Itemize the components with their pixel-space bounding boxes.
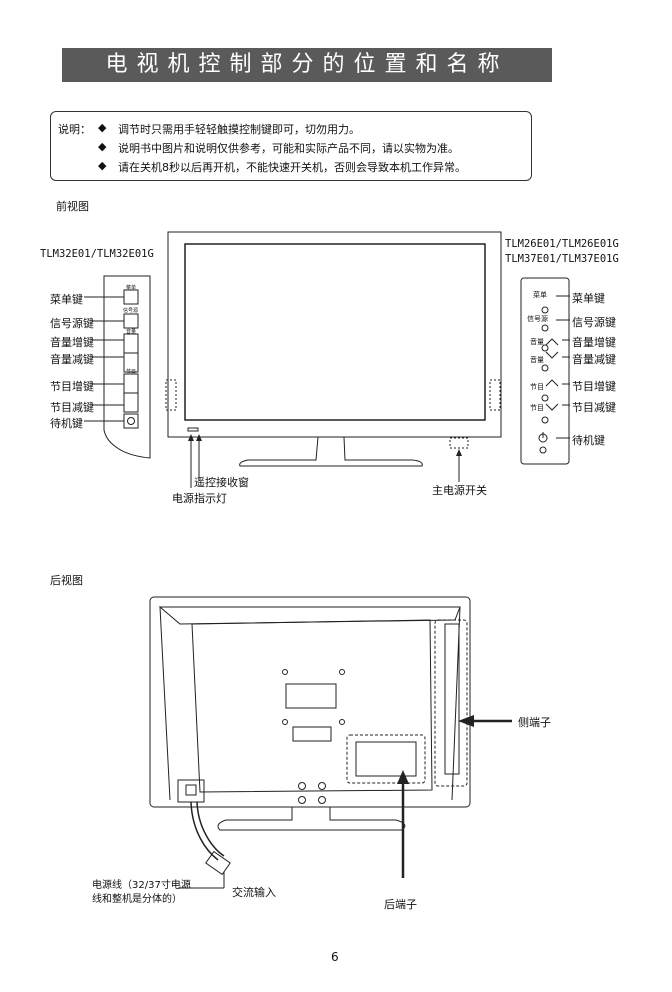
side-terminal-label: 侧端子	[518, 716, 551, 729]
bullet-icon: ◆	[98, 121, 107, 134]
panel-tiny-label: 音量	[126, 329, 137, 335]
left-model-label: TLM32E01/TLM32E01G	[40, 248, 154, 260]
rear-view-heading: 后视图	[50, 574, 83, 587]
right-model-label: TLM37E01/TLM37E01G	[505, 253, 619, 265]
ac-input-label: 交流输入	[232, 886, 276, 899]
panel-tiny-label: 音量	[530, 356, 544, 364]
note-item: 请在关机8秒以后再开机，不能快速开关机，否则会导致本机工作异常。	[118, 161, 466, 174]
panel-tiny-label: 节目	[126, 369, 137, 375]
main-power-switch-label: 主电源开关	[432, 484, 487, 497]
rear-terminal-label: 后端子	[384, 898, 417, 911]
key-label-ch-down: 节目减键	[50, 401, 94, 414]
key-label-vol-down: 音量减键	[572, 353, 616, 366]
panel-tiny-label: 信号源	[527, 315, 548, 323]
right-model-label: TLM26E01/TLM26E01G	[505, 238, 619, 250]
tv-screen	[184, 243, 486, 421]
key-label-source: 信号源键	[572, 316, 616, 329]
power-cord-label: 线和整机是分体的）	[92, 894, 182, 905]
key-label-vol-up: 音量增键	[572, 336, 616, 349]
key-label-source: 信号源键	[50, 317, 94, 330]
bullet-icon: ◆	[98, 140, 107, 153]
remote-window-label: 遥控接收窗	[194, 476, 249, 489]
key-label-menu: 菜单键	[572, 292, 605, 305]
key-label-ch-down: 节目减键	[572, 401, 616, 414]
key-label-vol-up: 音量增键	[50, 336, 94, 349]
tv-bezel	[167, 231, 502, 438]
notes-box	[50, 111, 532, 181]
page-number: 6	[331, 950, 339, 964]
panel-tiny-label: 信号源	[123, 308, 139, 314]
notes-prefix: 说明：	[58, 123, 91, 136]
panel-tiny-label: 节目	[530, 404, 544, 412]
panel-tiny-label: 菜单	[126, 285, 137, 291]
key-label-ch-up: 节目增键	[572, 380, 616, 393]
power-cord-label: 电源线（32/37寸电源	[92, 880, 191, 891]
note-item: 说明书中图片和说明仅供参考，可能和实际产品不同，请以实物为准。	[118, 142, 459, 155]
bullet-icon: ◆	[98, 159, 107, 172]
front-view-heading: 前视图	[56, 200, 89, 213]
key-label-standby: 待机键	[572, 434, 605, 447]
key-label-ch-up: 节目增键	[50, 380, 94, 393]
key-label-vol-down: 音量减键	[50, 353, 94, 366]
panel-tiny-label: 菜单	[533, 291, 547, 299]
key-label-standby: 待机键	[50, 417, 83, 430]
power-indicator-label: 电源指示灯	[172, 492, 227, 505]
key-label-menu: 菜单键	[50, 293, 83, 306]
panel-tiny-label: 节目	[530, 383, 544, 391]
panel-tiny-label: 音量	[530, 338, 544, 346]
page-title: 电视机控制部分的位置和名称	[62, 48, 552, 82]
note-item: 调节时只需用手轻轻触摸控制键即可，切勿用力。	[118, 123, 360, 136]
